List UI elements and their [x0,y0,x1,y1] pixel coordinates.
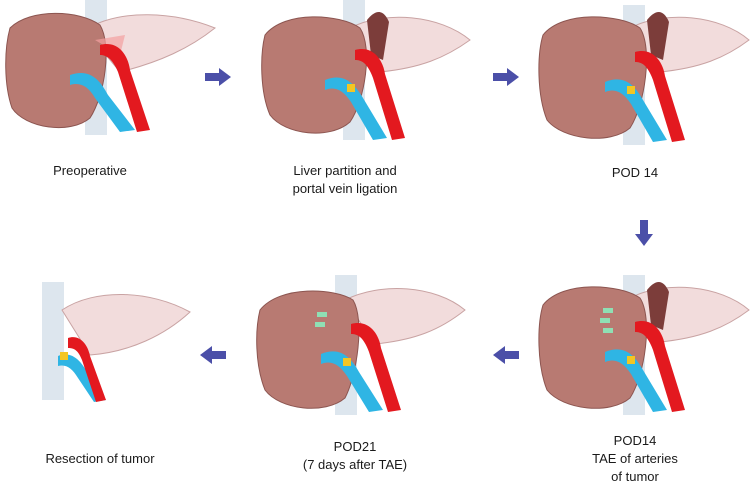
portal-ligature [347,84,355,92]
caption-line: Preoperative [53,163,127,178]
arrow-left-icon [493,346,519,364]
hepatic-artery [635,51,685,143]
tumor-lobe [261,16,368,134]
vena-cava [42,282,64,400]
caption-resection: Resection of tumor [20,450,180,468]
stage-preoperative: Preoperative [0,0,220,178]
embolization-coil [600,318,610,323]
arrow-4-5 [493,346,519,364]
portal-vein [325,77,387,140]
portal-ligature [60,352,68,360]
partition-plane [647,282,669,330]
liver-illustration-resection [42,282,191,402]
hepatic-artery [100,44,150,132]
stage-pod21: POD21 (7 days after TAE) [255,270,475,472]
partition-plane [647,12,669,60]
tumor-lobe [538,286,648,409]
remnant-lobe [61,294,191,356]
portal-vein [605,79,667,142]
embolization-coil [317,312,327,317]
hepatic-artery [68,337,106,402]
caption-line: TAE of arteries [592,451,678,466]
caption-preoperative: Preoperative [40,162,140,180]
partition-plane [367,12,389,60]
caption-line: Resection of tumor [45,451,155,466]
portal-ligature [627,356,635,364]
embolization-coil [603,328,613,333]
liver-illustration-pod21 [256,275,466,415]
arrow-down-icon [635,220,653,246]
arrow-2-3 [493,68,519,86]
stage-pod14: POD 14 [535,0,751,180]
liver-illustration-pod14 [538,5,750,145]
stage-alpps: Liver partition and portal vein ligation [255,0,475,196]
caption-line: of tumor [611,469,659,484]
portal-ligature [627,86,635,94]
arrow-3-4 [635,220,653,246]
caption-line: Liver partition and [293,163,397,178]
embolization-coil [315,322,325,327]
arrow-1-2 [205,68,231,86]
liver-illustration-pod14-tae [538,275,750,415]
hepatic-artery [635,321,685,412]
caption-line: portal vein ligation [292,181,398,196]
liver-illustration-alpps [261,0,471,141]
tumor-lobe [538,16,648,139]
right-lobe [344,288,466,345]
caption-line: POD14 [613,433,657,448]
caption-alpps: Liver partition and portal vein ligation [265,162,425,198]
hepatic-artery [351,323,401,412]
arrow-right-icon [205,68,231,86]
liver-illustration-preoperative [5,0,216,135]
embolization-coil [603,308,613,313]
caption-pod14: POD 14 [595,164,675,182]
caption-pod14-tae: POD14 TAE of arteries of tumor [575,432,695,486]
arrow-5-6 [200,346,226,364]
portal-vein [70,72,135,132]
arrow-right-icon [493,68,519,86]
tumor-lobe [256,290,360,409]
arrow-left-icon [200,346,226,364]
caption-pod21: POD21 (7 days after TAE) [285,438,425,474]
stage-resection: Resection of tumor [0,270,220,466]
tumor-lobe [5,12,107,129]
caption-line: POD21 [333,439,377,454]
stage-pod14-tae: POD14 TAE of arteries of tumor [535,270,751,484]
portal-vein [605,349,667,412]
hepatic-artery [355,49,405,141]
portal-ligature [343,358,351,366]
portal-vein [321,351,383,412]
caption-line: (7 days after TAE) [302,457,408,472]
caption-line: POD 14 [611,165,659,180]
